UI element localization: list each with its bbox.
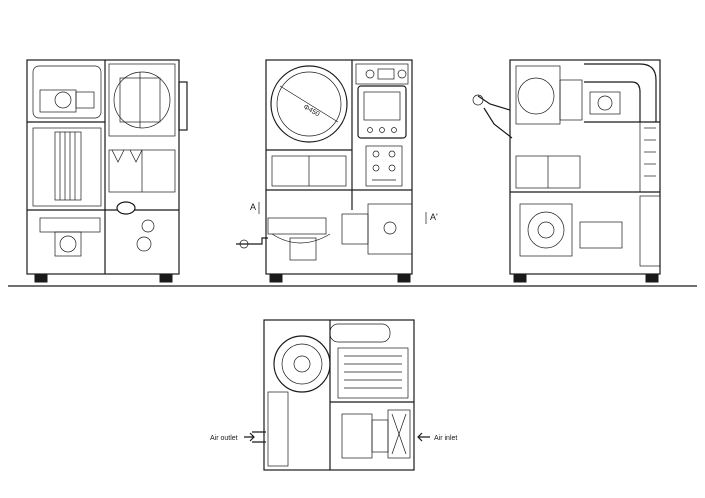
right-side-view xyxy=(472,59,661,283)
air-outlet-label: Air outlet xyxy=(210,435,238,442)
left-side-view xyxy=(26,59,188,283)
front-view: A A' xyxy=(236,59,438,283)
diameter-label: Φ450 xyxy=(302,104,321,119)
air-outlet-arrow xyxy=(244,432,255,442)
section-a-label: A xyxy=(250,202,256,212)
drum-circle xyxy=(270,65,348,143)
top-view xyxy=(244,319,430,471)
air-inlet-arrow xyxy=(417,432,430,442)
section-a-prime-label: A' xyxy=(430,212,438,222)
air-inlet-label: Air inlet xyxy=(434,435,457,442)
